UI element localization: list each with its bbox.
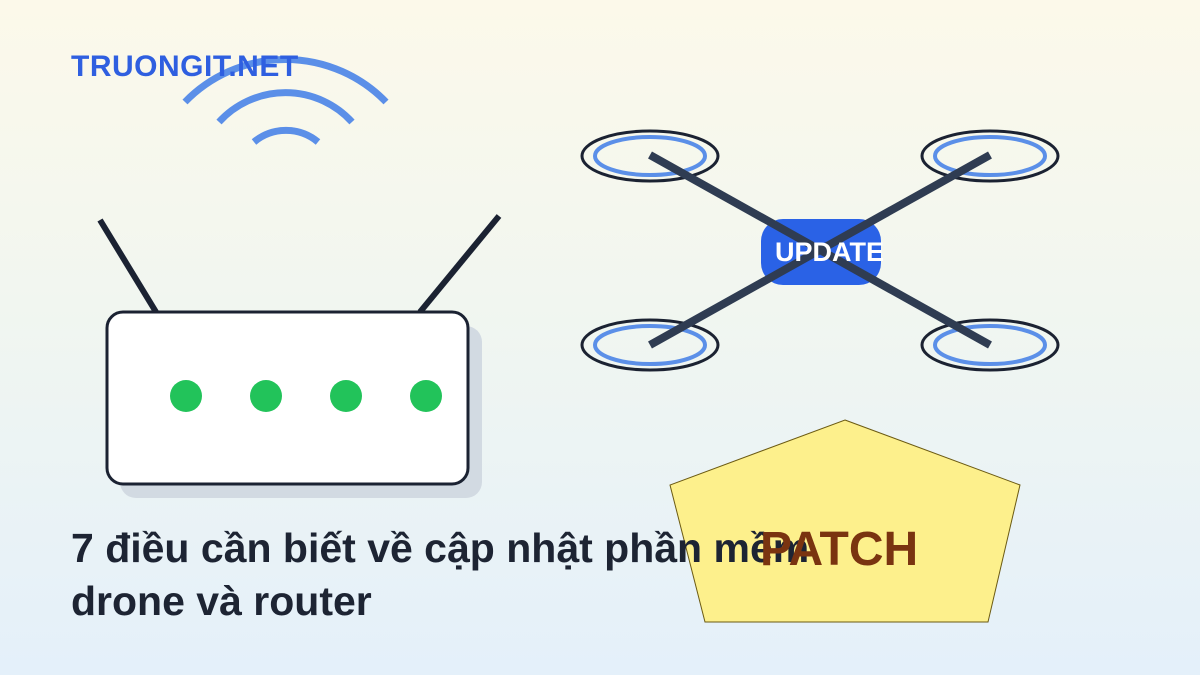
patch-pentagon xyxy=(669,419,1021,623)
drone-arm xyxy=(648,151,992,349)
drone-rotor xyxy=(920,318,1060,372)
router-led xyxy=(250,380,282,412)
drone-rotor xyxy=(920,129,1060,183)
router-icon xyxy=(97,214,502,498)
headline: 7 điều cần biết về cập nhật phần mềm dro… xyxy=(71,525,810,624)
update-badge-label: UPDATE xyxy=(775,237,884,267)
router-body xyxy=(105,310,470,486)
drone-rotor xyxy=(580,129,720,183)
drone-rotor xyxy=(580,318,720,372)
router-antenna-left xyxy=(97,218,159,314)
router-led xyxy=(170,380,202,412)
drone-icon: UPDATE xyxy=(580,129,1060,372)
router-led xyxy=(410,380,442,412)
wifi-icon xyxy=(182,56,389,145)
brand-logo: TRUONGIT.NET xyxy=(71,50,299,83)
patch-shape xyxy=(669,419,1021,623)
router-antenna-right xyxy=(417,214,502,314)
router-led xyxy=(330,380,362,412)
